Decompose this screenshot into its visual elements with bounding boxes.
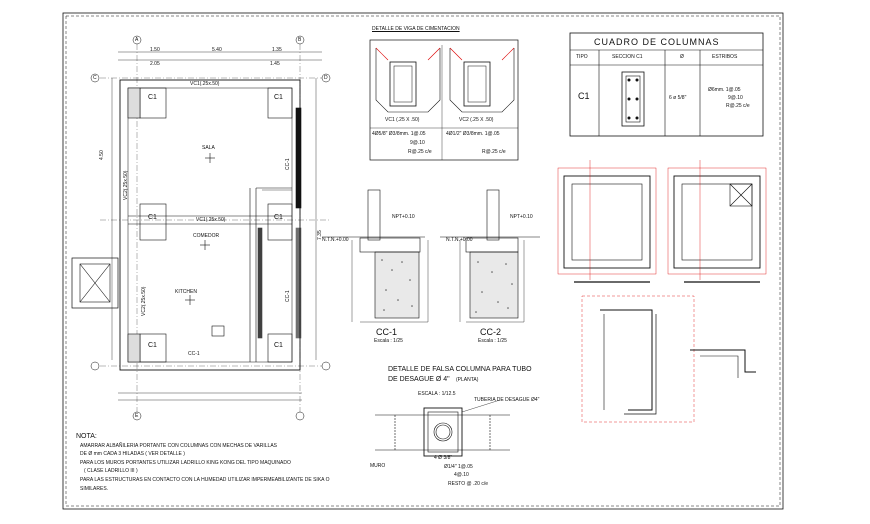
grid-bubbles <box>90 35 331 421</box>
dim-top-4: 2.05 <box>150 61 160 67</box>
fake-column-title-1: DETALLE DE FALSA COLUMNA PARA TUBO <box>388 366 532 373</box>
col-header-seccion: SECCION C1 <box>612 54 643 60</box>
beam-spec-3: 9@.10 <box>410 140 425 146</box>
columns-table-drawing <box>569 32 764 137</box>
note-line-3: PARA LOS MUROS PORTANTES UTILIZAR LADRIL… <box>80 460 291 466</box>
beam-label-mid: VC1(.25x.50) <box>196 217 226 223</box>
column-label-4: C1 <box>274 214 283 221</box>
beam-spec-5: R@.25 c/e <box>482 149 506 155</box>
beam-label-left: VC2(.25x.50) <box>123 170 129 200</box>
beam-detail-drawing <box>369 39 519 161</box>
dim-top-3: 1.35 <box>272 47 282 53</box>
note-line-4: ( CLASE LADRILLO III ) <box>84 468 138 474</box>
column-label-3: C1 <box>148 214 157 221</box>
grid-letter-c: C <box>93 75 97 81</box>
fake-column-plan-note: (PLANTA) <box>456 377 479 383</box>
note-line-6: SIMILARES. <box>80 486 109 492</box>
fake-column-rest: RESTO @ .20 c/e <box>448 481 488 487</box>
fake-column-pipe-label: TUBERIA DE DESAGUE Ø4" <box>474 397 540 403</box>
col-header-estribos: ESTRIBOS <box>712 54 738 60</box>
col-row-estribo-2: 9@.10 <box>728 95 743 101</box>
column-label-6: C1 <box>274 342 283 349</box>
col-row-tipo: C1 <box>578 91 590 101</box>
section-level-3: N.T.N.+0.00 <box>322 237 349 243</box>
section-cc2-scale: Escala : 1/25 <box>478 338 507 344</box>
fake-column-scale: ESCALA : 1/12.5 <box>418 391 456 397</box>
fake-column-drawing <box>375 399 510 457</box>
foundation-plan <box>71 44 330 412</box>
stair-section-drawing <box>581 295 756 423</box>
cut-cc1-b: CC-1 <box>285 290 291 302</box>
dim-left-1: 4.50 <box>99 150 105 160</box>
room-kitchen: KITCHEN <box>175 289 197 295</box>
section-cc1-title: CC-1 <box>376 327 398 337</box>
note-line-2: DE Ø mm CADA 3 HILADAS ( VER DETALLE ) <box>80 451 185 457</box>
beam-spec-2: 4Ø1/2" Ø3/8mm. 1@.05 <box>446 131 500 137</box>
beam-label-left-2: VC2(.25x.50) <box>141 286 147 316</box>
sheet-border <box>62 12 784 510</box>
room-sala: SALA <box>202 145 215 151</box>
section-cc2-title: CC-2 <box>480 327 502 337</box>
grid-letter-a: A <box>135 37 139 43</box>
fake-column-stirrups: Ø1/4" 1@.05 <box>444 464 473 470</box>
column-label-1: C1 <box>148 94 157 101</box>
beam-detail-title: DETALLE DE VIGA DE CIMENTACION <box>372 26 460 32</box>
sections-drawing <box>322 189 540 323</box>
fake-column-title-2: DE DESAGUE Ø 4" <box>388 376 450 383</box>
beam-label-top: VC1(.25x.50) <box>190 81 220 87</box>
dim-top-5: 1.45 <box>270 61 280 67</box>
section-level-1: NPT+0.10 <box>392 214 415 220</box>
beam-label-vc2: VC2 (.25 X .50) <box>459 117 494 123</box>
col-row-phi: 6 ø 5/8" <box>669 95 687 101</box>
col-header-phi: Ø <box>680 54 684 60</box>
room-comedor: COMEDOR <box>193 233 220 239</box>
beam-label-vc1: VC1 (.25 X .50) <box>385 117 420 123</box>
beam-spec-1: 4Ø5/8" Ø3/8mm. 1@.05 <box>372 131 426 137</box>
grid-letter-d: D <box>324 75 328 81</box>
col-row-estribo-3: R@.25 c/e <box>726 103 750 109</box>
fake-column-wall-label: MURO <box>370 463 386 469</box>
note-line-5: PARA LAS ESTRUCTURAS EN CONTACTO CON LA … <box>80 477 330 483</box>
section-concrete-dots <box>381 259 513 313</box>
cut-cc1-c: CC-1 <box>188 351 200 357</box>
cut-cc1-a: CC-1 <box>285 158 291 170</box>
fake-column-bars: 4 Ø 3/8" <box>434 455 453 461</box>
note-line-1: AMARRAR ALBAÑILERIA PORTANTE CON COLUMNA… <box>80 443 277 449</box>
fake-column-spacing: 4@.10 <box>454 472 469 478</box>
column-label-2: C1 <box>274 94 283 101</box>
grid-letter-e: E <box>135 413 139 419</box>
col-row-estribo-1: Ø6mm. 1@.05 <box>708 87 741 93</box>
col-header-tipo: TIPO <box>576 54 588 60</box>
column-label-5: C1 <box>148 342 157 349</box>
section-level-2: NPT+0.10 <box>510 214 533 220</box>
grid-letter-b: B <box>298 37 302 43</box>
sheet-inner-border <box>65 15 781 507</box>
notes-title: NOTA: <box>76 433 97 440</box>
beam-spec-4: R@.25 c/e <box>408 149 432 155</box>
dim-top-2: 5.40 <box>212 47 222 53</box>
dim-top-1: 1.50 <box>150 47 160 53</box>
section-cc1-scale: Escala : 1/25 <box>374 338 403 344</box>
slab-details-drawing <box>557 160 767 283</box>
section-level-4: N.T.N.+0.00 <box>446 237 473 243</box>
columns-table-title: CUADRO DE COLUMNAS <box>594 37 720 47</box>
